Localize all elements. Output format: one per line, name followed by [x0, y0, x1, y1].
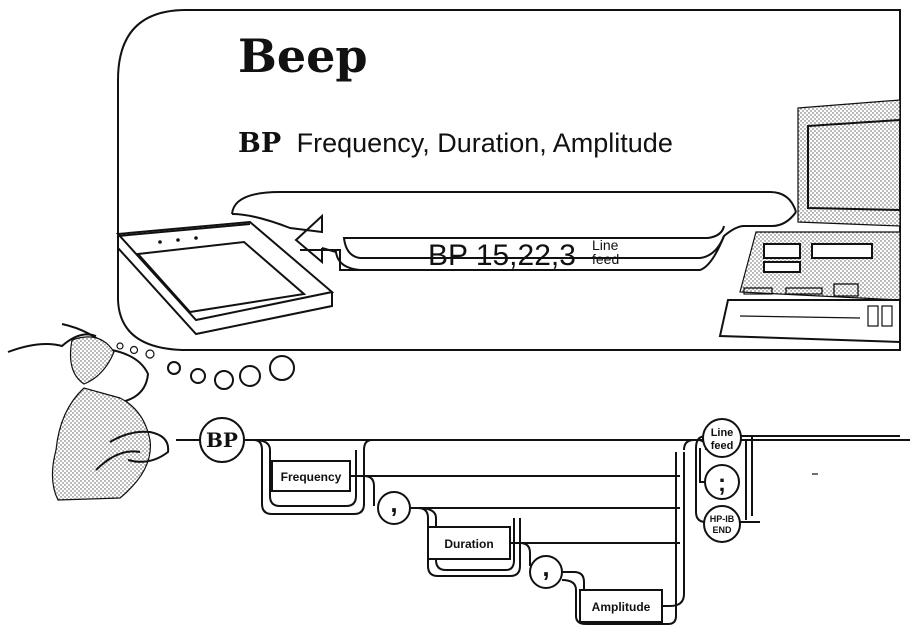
- cloud-panel: [117, 9, 901, 351]
- duration-label: Duration: [444, 537, 493, 551]
- linefeed-label-line2: feed: [711, 440, 734, 452]
- hpib-end-node: [703, 505, 741, 543]
- semicolon-node: [704, 464, 740, 500]
- comma-label-2: ,: [542, 552, 549, 582]
- example-terminator-line2: feed: [592, 251, 619, 267]
- page-title: Beep: [238, 29, 368, 83]
- railroad-diagram: BP Frequency , Duration , Amplitude Line: [176, 417, 910, 625]
- comma-label-1: ,: [390, 488, 397, 518]
- example-command: BP 15,22,3: [428, 239, 576, 272]
- linefeed-label-line1: Line: [711, 427, 734, 439]
- duration-box: [427, 526, 511, 560]
- frequency-label: Frequency: [281, 470, 342, 484]
- linefeed-node: [702, 418, 742, 458]
- syntax-line: BP Frequency, Duration, Amplitude: [238, 128, 673, 159]
- person-illustration: [7, 323, 170, 501]
- plotter-device: [115, 220, 335, 336]
- amplitude-label: Amplitude: [592, 600, 651, 614]
- data-flow-arrow: [231, 191, 797, 271]
- example-terminator-line1: Line: [592, 237, 619, 253]
- syntax-params: Frequency, Duration, Amplitude: [297, 128, 673, 158]
- syntax-keyword: BP: [238, 128, 281, 159]
- hpib-label-line1: HP-IB: [710, 514, 735, 524]
- semicolon-label: ;: [718, 470, 726, 497]
- start-keyword-label: BP: [206, 428, 238, 452]
- computer-device: [718, 99, 901, 344]
- thought-bubbles: [116, 342, 295, 390]
- hpib-label-line2: END: [712, 525, 732, 535]
